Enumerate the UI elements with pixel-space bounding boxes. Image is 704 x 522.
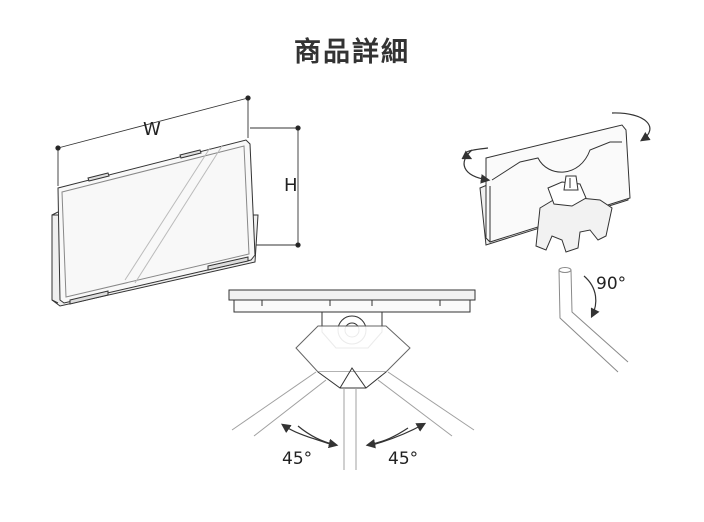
tilt-right-label: 45° [388, 449, 418, 469]
dimension-lines [55, 95, 301, 248]
bent-rod [558, 267, 629, 373]
width-label: W [143, 119, 161, 140]
page-title: 商品詳細 [294, 37, 410, 68]
rotate-arrow-icon [461, 112, 651, 184]
dimension-dot-icon [295, 242, 301, 248]
tilt-rods [231, 371, 475, 470]
dimension-dot-icon [55, 145, 61, 151]
holder-top-view [228, 289, 476, 389]
holder-back-view [479, 124, 631, 253]
rotate-arrow-icon [281, 422, 427, 449]
tilt-left-label: 45° [282, 449, 312, 469]
holder-front-view [51, 139, 259, 307]
rotate-arrow-icon [583, 275, 600, 319]
height-label: H [284, 175, 298, 196]
dimension-dot-icon [295, 125, 301, 131]
dimension-dot-icon [245, 95, 251, 101]
rotation-90-label: 90° [596, 274, 626, 294]
